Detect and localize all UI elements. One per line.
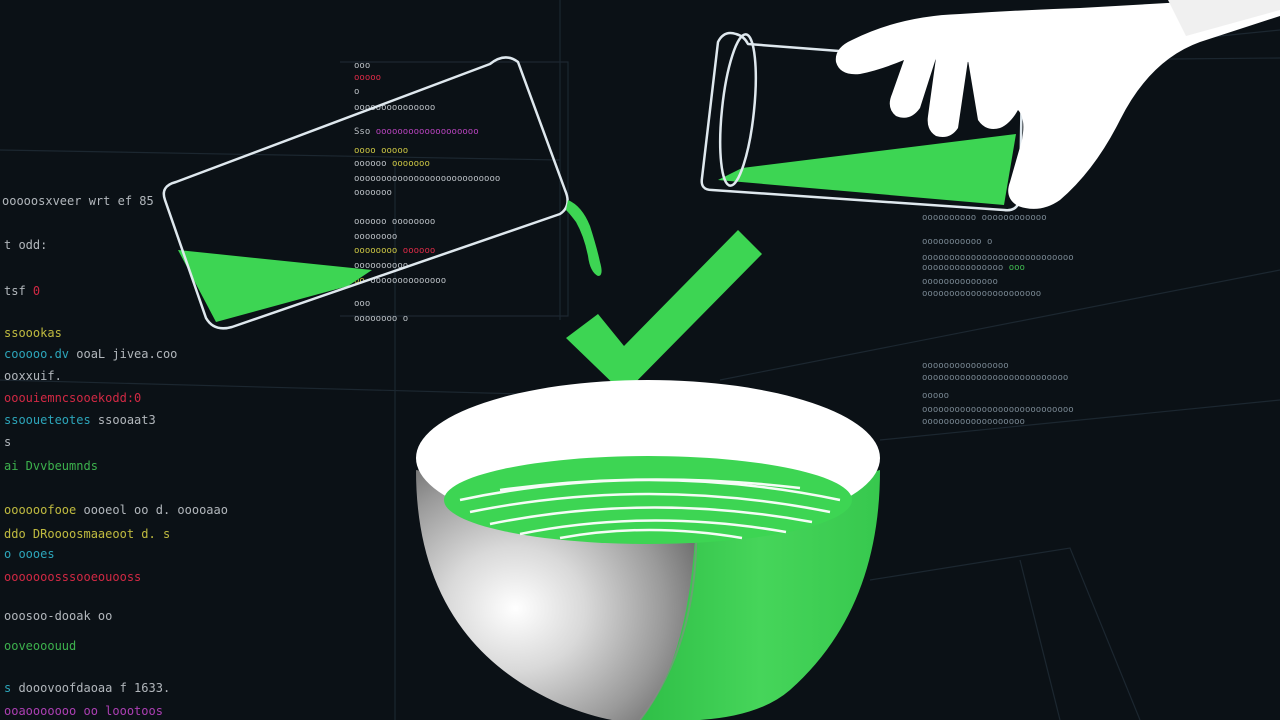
svg-text:ooo: ooo bbox=[354, 61, 370, 71]
hand-icon bbox=[835, 0, 1280, 209]
svg-text:s: s bbox=[4, 435, 11, 449]
svg-text:oooooooooo: oooooooooo bbox=[354, 261, 408, 271]
svg-text:oooooofooe oooeol oo d. ooooaa: oooooofooe oooeol oo d. ooooaao bbox=[4, 503, 228, 517]
svg-text:ooooo: ooooo bbox=[922, 391, 949, 401]
svg-text:oo oooooooooooooo: oo oooooooooooooo bbox=[354, 276, 446, 286]
hand-cuff bbox=[1168, 0, 1280, 36]
svg-text:ooooooooooooooooooooooooooo: ooooooooooooooooooooooooooo bbox=[922, 373, 1068, 383]
svg-text:ooooooooooooooooooooooooooo: ooooooooooooooooooooooooooo bbox=[354, 174, 500, 184]
svg-text:ooouiemncsooekodd:0: ooouiemncsooekodd:0 bbox=[4, 391, 141, 405]
svg-text:ooosoo-dooak oo: ooosoo-dooak oo bbox=[4, 609, 112, 623]
left-beaker-pour-stream bbox=[566, 200, 602, 276]
bowl-liquid-surface bbox=[444, 456, 852, 544]
bowl-icon bbox=[416, 380, 880, 720]
svg-text:ai Dvvbeumnds: ai Dvvbeumnds bbox=[4, 459, 98, 473]
svg-text:oooooooo o: oooooooo o bbox=[354, 314, 408, 324]
svg-text:ooveooouud: ooveooouud bbox=[4, 639, 76, 653]
left-beaker bbox=[162, 56, 602, 330]
svg-text:oooooooooooooooooooooooooooo: oooooooooooooooooooooooooooo bbox=[922, 253, 1074, 263]
svg-text:ooooooooooooooo ooo: ooooooooooooooo ooo bbox=[922, 263, 1025, 273]
center-code-block: ooo ooooo o ooooooooooooooo Sso oooooooo… bbox=[354, 61, 500, 324]
svg-text:oooooooo: oooooooo bbox=[354, 232, 397, 242]
svg-text:oooooooooooooo: oooooooooooooo bbox=[922, 277, 998, 287]
svg-text:ooo: ooo bbox=[354, 299, 370, 309]
svg-text:oooooooo oooooo: oooooooo oooooo bbox=[354, 246, 435, 256]
svg-text:oooooo ooooooo: oooooo ooooooo bbox=[354, 159, 430, 169]
left-beaker-outline bbox=[162, 56, 569, 330]
svg-text:ddo DRoooosmaaeoot d. s: ddo DRoooosmaaeoot d. s bbox=[4, 527, 170, 541]
svg-text:ssooueteotes ssooaat3: ssooueteotes ssooaat3 bbox=[4, 413, 156, 427]
svg-text:ooxxuif.: ooxxuif. bbox=[4, 369, 62, 383]
svg-text:o: o bbox=[354, 87, 359, 97]
svg-text:tsf 0: tsf 0 bbox=[4, 284, 40, 298]
bowl-liquid-ripples bbox=[459, 478, 841, 540]
svg-text:oooooooooooooooooooooo: oooooooooooooooooooooo bbox=[922, 289, 1041, 299]
right-beaker-liquid bbox=[718, 134, 1016, 205]
svg-text:Sso ooooooooooooooooooo: Sso ooooooooooooooooooo bbox=[354, 127, 479, 137]
svg-text:ssoookas: ssoookas bbox=[4, 326, 62, 340]
svg-text:o oooes: o oooes bbox=[4, 547, 55, 561]
svg-text:ooooooooooooooooooo: ooooooooooooooooooo bbox=[922, 417, 1025, 427]
checkmark-icon bbox=[566, 230, 762, 394]
svg-text:oooo ooooo: oooo ooooo bbox=[354, 146, 408, 156]
svg-text:oooooo oooooooo: oooooo oooooooo bbox=[354, 217, 435, 227]
svg-text:ooaooooooo oo loootoos: ooaooooooo oo loootoos bbox=[4, 704, 163, 718]
right-code-block: oooooooooo oooooooooooo ooooooooooo o oo… bbox=[922, 213, 1074, 427]
svg-text:oooooooooooooooo: oooooooooooooooo bbox=[922, 361, 1009, 371]
svg-text:ooooooosssooeouooss: ooooooosssooeouooss bbox=[4, 570, 141, 584]
left-beaker-liquid bbox=[178, 250, 372, 322]
svg-text:ooooooooooooooo: ooooooooooooooo bbox=[354, 103, 435, 113]
svg-text:ooooooo: ooooooo bbox=[354, 188, 392, 198]
right-beaker-outline bbox=[700, 31, 1024, 212]
right-beaker bbox=[700, 31, 1024, 212]
svg-text:oooooooooo oooooooooooo: oooooooooo oooooooooooo bbox=[922, 213, 1047, 223]
svg-text:s dooovoofdaoaa f 1633.: s dooovoofdaoaa f 1633. bbox=[4, 681, 170, 695]
svg-text:cooooo.dv ooaL jivea.coo: cooooo.dv ooaL jivea.coo bbox=[4, 347, 177, 361]
hand-shape bbox=[835, 0, 1280, 209]
svg-text:ooooo: ooooo bbox=[354, 73, 381, 83]
svg-text:ooooooooooo o: ooooooooooo o bbox=[922, 237, 992, 247]
svg-text:ooooosxveer wrt ef 85: ooooosxveer wrt ef 85 bbox=[2, 194, 154, 208]
svg-text:t odd:: t odd: bbox=[4, 238, 47, 252]
left-code-block: ooooosxveer wrt ef 85 t odd: tsf 0 ssooo… bbox=[2, 194, 228, 718]
svg-text:oooooooooooooooooooooooooooo: oooooooooooooooooooooooooooo bbox=[922, 405, 1074, 415]
